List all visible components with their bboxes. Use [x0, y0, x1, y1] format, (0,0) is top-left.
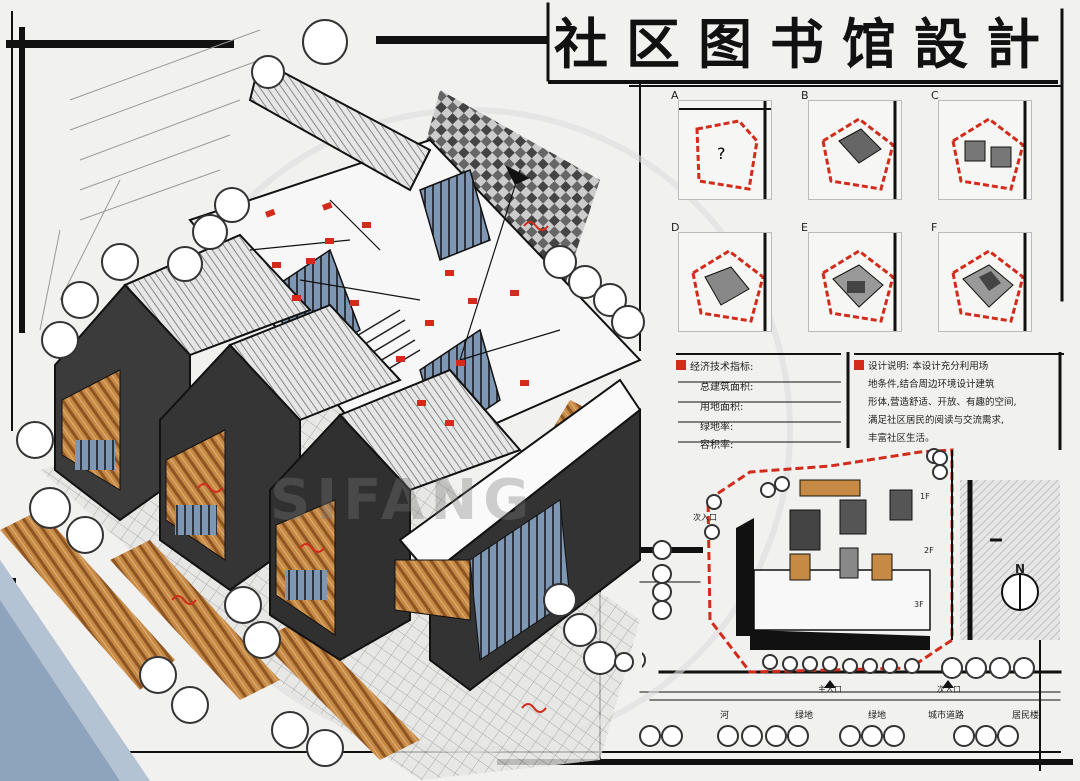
- road-label: 城市道路: [928, 711, 965, 721]
- title-char: 社: [554, 12, 608, 76]
- diagram-label: B: [801, 89, 809, 102]
- wood-deck: [110, 540, 280, 700]
- site-entrance-label: 次入口: [937, 685, 961, 694]
- title-char: 馆: [842, 12, 896, 76]
- notes-frame: [676, 352, 1064, 450]
- gable-building: [269, 368, 522, 662]
- notes-right-line: 设计说明: 本设计充分利用场: [868, 361, 989, 372]
- diagram-label: F: [931, 221, 938, 234]
- analysis-diagram-e: E: [801, 221, 902, 332]
- site-plan: [704, 448, 1060, 674]
- floor-label: 2F: [924, 546, 934, 555]
- notes-left-line: 绿地率:: [700, 422, 734, 433]
- notes-right-line: 形体,营造舒适、开放、有趣的空间,: [868, 397, 1017, 408]
- analysis-diagram-b: B: [801, 89, 902, 200]
- title-char: 設: [914, 12, 968, 76]
- analysis-diagram-f: F: [931, 221, 1032, 332]
- road-label: 绿地: [795, 711, 814, 721]
- road-label: 绿地: [868, 711, 887, 721]
- compass: [1001, 573, 1039, 611]
- tree-row: [16, 19, 645, 767]
- diagram-label: C: [931, 89, 939, 102]
- road-label: 居民楼: [1012, 711, 1040, 721]
- title-char: 計: [986, 12, 1040, 76]
- notes-left-line: 用地面积:: [700, 402, 744, 413]
- diagram-label: D: [671, 221, 680, 234]
- notes-right-line: 地条件,结合周边环境设计建筑: [868, 379, 995, 390]
- axonometric-drawing: [0, 19, 645, 781]
- site-entrance-label: 主入口: [818, 685, 842, 694]
- title-char: 图: [698, 12, 752, 76]
- analysis-diagram-c: C: [931, 89, 1032, 200]
- tree-row: [614, 652, 1035, 747]
- page-title: 社 区 图 书 馆 設 計: [548, 8, 1058, 84]
- floor-label: 1F: [920, 492, 930, 501]
- svg-text:?: ?: [717, 144, 726, 163]
- site-entrance-label: 次入口: [693, 513, 717, 522]
- floor-label: 3F: [914, 600, 924, 609]
- tree-row: [642, 540, 672, 668]
- road-label: 河: [720, 711, 730, 721]
- wood-deck: [260, 620, 420, 760]
- notes-left-line: 总建筑面积:: [700, 382, 754, 393]
- title-char: 区: [626, 12, 680, 76]
- diagram-label: A: [671, 89, 679, 102]
- diagram-label: E: [801, 221, 808, 234]
- notes-right-line: 满足社区居民的阅读与交流需求,: [868, 415, 1005, 426]
- analysis-diagram-d: D: [671, 221, 772, 332]
- wood-deck: [0, 510, 175, 690]
- notes-left-line: 经济技术指标:: [690, 362, 754, 373]
- analysis-diagram-a: A ?: [671, 89, 772, 200]
- compass-north-label: N: [1015, 562, 1026, 576]
- notes-left-line: 容积率:: [700, 440, 734, 451]
- watermark-text: SIFANG: [270, 468, 536, 533]
- gable-building: [159, 303, 402, 592]
- title-char: 书: [770, 12, 824, 76]
- notes-right-line: 丰富社区生活。: [868, 433, 935, 444]
